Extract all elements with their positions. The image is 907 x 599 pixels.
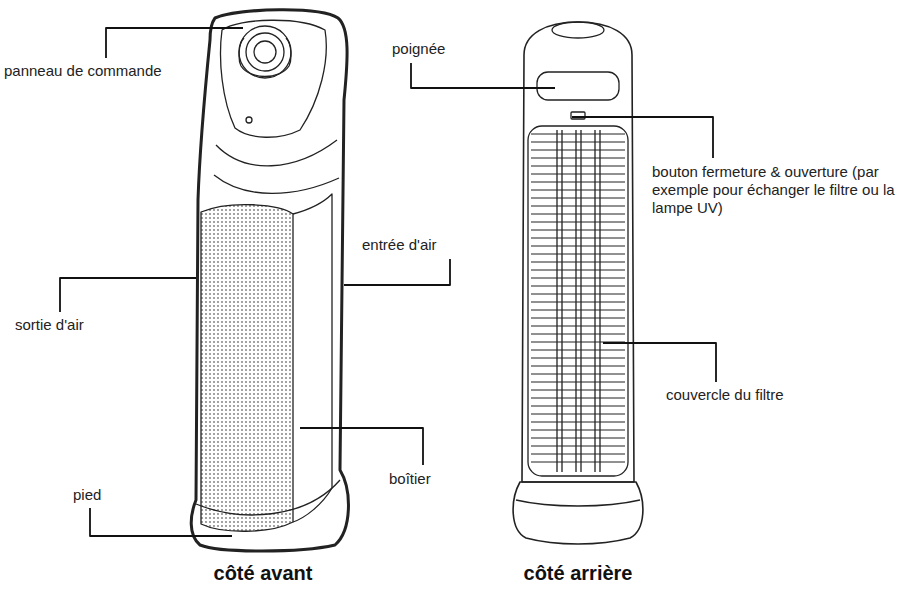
filter-slat	[531, 150, 625, 151]
view-title: côté arrière	[483, 562, 673, 585]
filter-slat	[531, 446, 625, 447]
filter-slat	[531, 422, 625, 423]
base-line	[516, 500, 640, 506]
part-label: couvercle du filtre	[666, 386, 784, 404]
filter-slats	[531, 134, 625, 462]
part-label: poignée	[392, 40, 445, 58]
filter-slat	[531, 294, 625, 295]
filter-cover-frame	[528, 126, 628, 476]
back-base	[513, 482, 643, 544]
filter-slat	[531, 206, 625, 207]
filter-slat	[531, 358, 625, 359]
filter-slat	[531, 406, 625, 407]
filter-slat	[531, 334, 625, 335]
filter-slat	[531, 430, 625, 431]
filter-slat	[531, 214, 625, 215]
filter-slat	[531, 174, 625, 175]
filter-slat	[531, 366, 625, 367]
filter-slat	[531, 350, 625, 351]
handle	[537, 72, 619, 100]
front-housing	[191, 10, 348, 551]
filter-slat	[531, 190, 625, 191]
filter-slat	[531, 278, 625, 279]
filter-slat	[531, 238, 625, 239]
air-outlet-grille	[201, 205, 293, 532]
leader-line	[106, 28, 243, 58]
base-contour	[196, 480, 340, 515]
control-center	[254, 41, 276, 63]
part-label: entrée d'air	[362, 236, 437, 254]
filter-slat	[531, 398, 625, 399]
part-label: bouton fermeture & ouverture (par exempl…	[652, 163, 902, 217]
part-label: pied	[73, 486, 101, 504]
release-button	[571, 112, 585, 119]
filter-slat	[531, 414, 625, 415]
filter-slat	[531, 230, 625, 231]
filter-slat	[531, 246, 625, 247]
indicator-light	[246, 117, 252, 123]
filter-slat	[531, 142, 625, 143]
view-title: côté avant	[173, 562, 353, 585]
leader-line	[572, 117, 713, 158]
filter-slat	[531, 222, 625, 223]
leader-line	[411, 63, 555, 88]
leader-line	[344, 259, 450, 285]
filter-slat	[531, 286, 625, 287]
top-cap	[552, 22, 604, 38]
control-buttons	[239, 38, 291, 77]
filter-slat	[531, 262, 625, 263]
filter-slat	[531, 438, 625, 439]
filter-slat	[531, 302, 625, 303]
filter-slat	[531, 318, 625, 319]
control-ring	[239, 26, 291, 78]
leader-line	[603, 343, 716, 382]
head-contour	[216, 140, 337, 166]
back-housing	[522, 22, 634, 482]
filter-slat	[531, 134, 625, 135]
filter-slat	[531, 390, 625, 391]
head-panel	[221, 20, 327, 137]
filter-slat	[531, 270, 625, 271]
filter-slat	[531, 454, 625, 455]
filter-slat	[531, 166, 625, 167]
filter-slat	[531, 382, 625, 383]
control-knob	[246, 33, 284, 71]
part-label: sortie d'air	[15, 316, 84, 334]
filter-slat	[531, 462, 625, 463]
head-contour	[214, 175, 339, 193]
filter-slat	[531, 310, 625, 311]
filter-slat	[531, 198, 625, 199]
filter-slat	[531, 254, 625, 255]
leader-line	[300, 428, 423, 465]
filter-ribs	[557, 130, 600, 472]
leader-line	[90, 508, 232, 536]
filter-slat	[531, 374, 625, 375]
filter-slat	[531, 182, 625, 183]
part-label: panneau de commande	[4, 62, 162, 80]
filter-slat	[531, 158, 625, 159]
leader-line	[60, 278, 196, 312]
side-panel	[293, 194, 332, 522]
filter-slat	[531, 326, 625, 327]
part-label: boîtier	[389, 470, 431, 488]
